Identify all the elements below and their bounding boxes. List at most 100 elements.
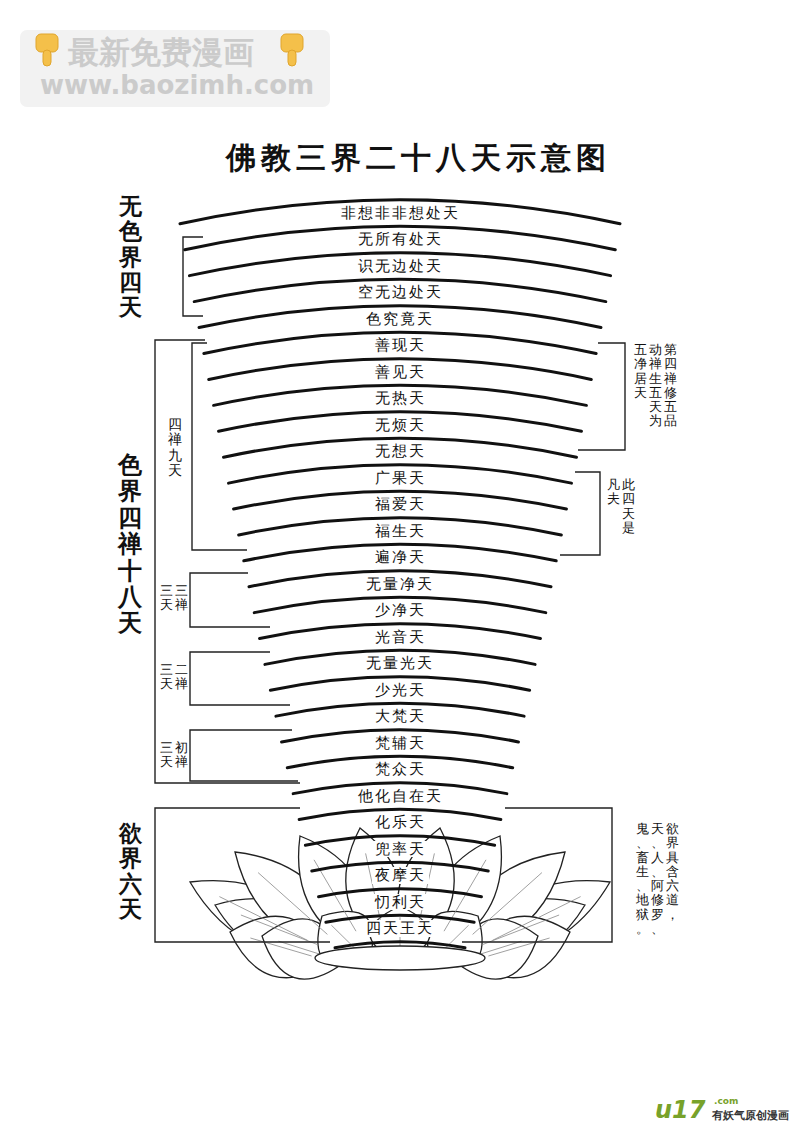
petal-vein xyxy=(250,938,311,956)
hand-palm xyxy=(281,34,303,52)
heaven-name: 夜摩天 xyxy=(375,867,426,884)
bracket xyxy=(192,343,247,550)
heaven-name: 梵众天 xyxy=(375,761,426,778)
heaven-name: 识无边处天 xyxy=(358,258,443,275)
band-arc xyxy=(204,332,596,353)
text-column: 初禅 xyxy=(175,741,188,770)
heaven-name: 善现天 xyxy=(375,337,426,354)
heaven-name: 梵辅天 xyxy=(375,735,426,752)
heaven-name: 福生天 xyxy=(375,523,426,540)
heaven-band: 大梵天 xyxy=(372,708,429,725)
dhyana-label: 初禅 三天 xyxy=(160,741,188,770)
heaven-name: 光音天 xyxy=(375,629,426,646)
logo-text: .com xyxy=(714,1096,738,1107)
heaven-band: 无量净天 xyxy=(363,576,437,593)
heaven-band: 非想非非想处天 xyxy=(338,205,463,222)
logo-text: 有妖气原创漫画 xyxy=(712,1109,789,1122)
bracket xyxy=(190,730,298,781)
band-arc xyxy=(180,200,620,224)
heaven-name: 无量净天 xyxy=(366,576,434,593)
heaven-band: 善见天 xyxy=(372,364,429,381)
text-column: 无色界四天 xyxy=(119,193,142,319)
band-arc xyxy=(335,942,465,948)
watermark-panel xyxy=(20,30,330,107)
text-column: 三天 xyxy=(160,663,173,692)
heaven-band: 善现天 xyxy=(372,337,429,354)
heaven-band: 福爱天 xyxy=(372,496,429,513)
heaven-band: 空无边处天 xyxy=(355,284,446,301)
heaven-band: 光音天 xyxy=(372,629,429,646)
dhyana-label: 二禅 三天 xyxy=(160,663,188,692)
bracket xyxy=(155,808,330,942)
side-note: 此四天是 凡夫 xyxy=(607,478,635,535)
petal-vein xyxy=(258,873,327,935)
text-column: 第四禅修五品 xyxy=(664,343,677,429)
heaven-name: 无所有处天 xyxy=(358,231,443,248)
heaven-band: 忉利天 xyxy=(372,894,429,911)
heaven-band: 福生天 xyxy=(372,523,429,540)
text-column: 欲界具含六道， xyxy=(666,822,679,922)
text-column: 天、人、阿修罗、 xyxy=(651,822,664,936)
lotus-illustration xyxy=(190,828,610,979)
petal-vein xyxy=(492,897,580,941)
text-column: 动禅生五天为 xyxy=(649,343,662,429)
band-arc xyxy=(189,253,610,276)
text-column: 此四天是 xyxy=(622,478,635,535)
heaven-name: 色究竟天 xyxy=(366,311,434,328)
heaven-name: 无热天 xyxy=(375,390,426,407)
side-note: 欲界具含六道， 天、人、阿修罗、 鬼、畜生、地狱。 xyxy=(636,822,679,936)
bracket xyxy=(190,652,290,705)
bracket xyxy=(190,573,270,627)
band-arc xyxy=(209,359,592,380)
heaven-name: 非想非非想处天 xyxy=(341,205,460,222)
text-column: 三天 xyxy=(160,584,173,613)
hand-finger xyxy=(288,50,296,66)
heaven-band: 无量光天 xyxy=(363,655,437,672)
watermark-url: www.baozimh.com xyxy=(40,70,314,101)
heaven-band: 无热天 xyxy=(372,390,429,407)
band-arcs xyxy=(180,200,620,948)
hand-finger xyxy=(43,50,51,66)
bracket xyxy=(155,340,300,783)
text-column: 色界四禅十八天 xyxy=(118,452,142,637)
heaven-name: 遍净天 xyxy=(375,549,426,566)
petal-vein xyxy=(481,915,559,945)
text-column: 三禅 xyxy=(175,584,188,613)
watermark-text: 最新免费漫画 xyxy=(68,34,254,71)
heaven-name: 空无边处天 xyxy=(358,284,443,301)
heaven-band: 无想天 xyxy=(372,443,429,460)
heaven-band: 遍净天 xyxy=(372,549,429,566)
text-column: 欲界六天 xyxy=(119,820,142,921)
heaven-name: 无量光天 xyxy=(366,655,434,672)
heaven-band: 化乐天 xyxy=(372,814,429,831)
dhyana-label: 三禅 三天 xyxy=(160,584,188,613)
heaven-name: 忉利天 xyxy=(375,894,426,911)
heaven-band: 他化自在天 xyxy=(355,788,446,805)
heaven-band: 梵辅天 xyxy=(372,735,429,752)
heaven-band: 兜率天 xyxy=(372,841,429,858)
lotus-base xyxy=(315,946,485,970)
band-arc xyxy=(185,226,616,249)
text-column: 四禅九天 xyxy=(168,417,182,479)
heaven-band: 四天王天 xyxy=(363,920,437,937)
heaven-name: 四天王天 xyxy=(366,920,434,937)
text-column: 凡夫 xyxy=(607,478,620,507)
heaven-name: 大梵天 xyxy=(375,708,426,725)
petal-vein xyxy=(488,938,549,956)
heaven-band: 识无边处天 xyxy=(355,258,446,275)
bracket xyxy=(183,237,203,316)
heaven-name: 少净天 xyxy=(375,602,426,619)
text-column: 五净居天 xyxy=(634,343,647,400)
heaven-name: 广果天 xyxy=(375,470,426,487)
text-column: 鬼、畜生、地狱。 xyxy=(636,822,649,936)
heaven-name: 他化自在天 xyxy=(358,788,443,805)
petal-vein xyxy=(473,873,542,935)
heaven-band: 少净天 xyxy=(372,602,429,619)
bracket xyxy=(578,343,625,450)
heaven-band: 色究竟天 xyxy=(363,311,437,328)
text-column: 二禅 xyxy=(175,663,188,692)
heaven-name: 福爱天 xyxy=(375,496,426,513)
heaven-band: 广果天 xyxy=(372,470,429,487)
brackets xyxy=(155,237,625,942)
heaven-band: 少光天 xyxy=(372,682,429,699)
